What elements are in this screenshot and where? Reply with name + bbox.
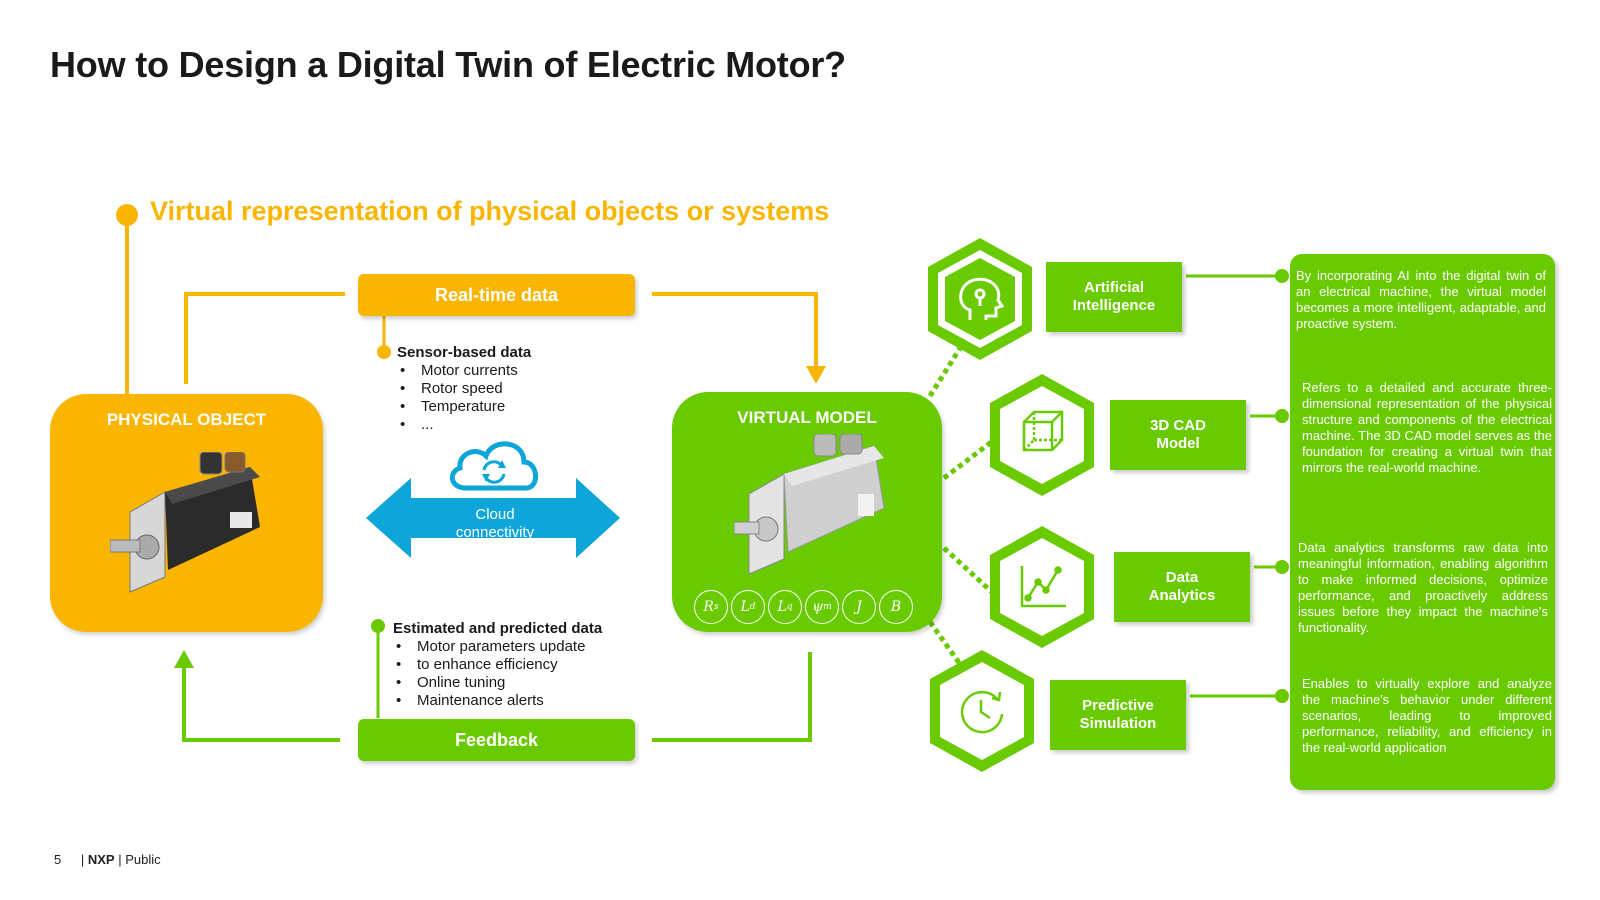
estimated-data-heading: Estimated and predicted data (393, 620, 603, 637)
capability-analytics-line2: Analytics (1148, 587, 1216, 604)
hexagon-analytics (990, 526, 1094, 648)
hexagon-cad (990, 374, 1094, 496)
classification: Public (125, 852, 161, 867)
virtual-model-label: VIRTUAL MODEL (737, 408, 877, 427)
clock-refresh-icon (960, 690, 1004, 734)
sensor-data-list: Sensor-based data Motor currents Rotor s… (397, 344, 637, 434)
cloud-label-line1: Cloud (475, 506, 515, 523)
physical-object-card: PHYSICAL OBJECT (50, 394, 323, 632)
capability-ai-line1: Artificial (1083, 279, 1144, 296)
capability-simulation-line2: Simulation (1079, 715, 1157, 732)
cloud-icon (449, 441, 538, 491)
brand-name: NXP (87, 852, 115, 867)
list-item-continuation: to enhance efficiency (393, 656, 653, 674)
subtitle: Virtual representation of physical objec… (150, 196, 830, 226)
description-3d-cad: Refers to a detailed and accurate three-… (1302, 380, 1552, 475)
capability-ai[interactable]: Artificial Intelligence (1046, 262, 1182, 332)
hexagon-ai (928, 238, 1032, 360)
param-b: B (879, 590, 913, 624)
sensor-data-heading: Sensor-based data (397, 344, 532, 361)
description-predictive-simulation: Enables to virtually explore and analyze… (1302, 676, 1552, 755)
footer: 5 | NXP | Public (54, 852, 161, 867)
ai-head-icon (959, 277, 1005, 320)
description-ai: By incorporating AI into the digital twi… (1296, 268, 1546, 331)
cloud-label-line2: connectivity (455, 524, 535, 541)
capability-3d-cad[interactable]: 3D CAD Model (1110, 400, 1246, 470)
feedback-pill[interactable]: Feedback (358, 719, 635, 761)
list-item: Online tuning (393, 674, 653, 692)
line-chart-icon (1020, 566, 1066, 608)
page-title: How to Design a Digital Twin of Electric… (50, 44, 846, 85)
description-panel: By incorporating AI into the digital twi… (1290, 254, 1555, 790)
estimated-data-list: Estimated and predicted data Motor param… (393, 620, 653, 710)
capability-predictive-simulation[interactable]: Predictive Simulation (1050, 680, 1186, 750)
list-item: Motor parameters update (393, 638, 653, 656)
page-number: 5 (54, 852, 62, 867)
capability-cad-line1: 3D CAD (1150, 417, 1206, 434)
capability-ai-line2: Intelligence (1072, 297, 1156, 314)
virtual-motor-image (734, 434, 885, 575)
cube-icon (1022, 410, 1064, 452)
param-j: J (842, 590, 876, 624)
subtitle-dot (116, 204, 138, 226)
list-item: ... (397, 416, 637, 434)
list-item: Motor currents (397, 362, 637, 380)
description-data-analytics: Data analytics transforms raw data into … (1298, 540, 1548, 635)
list-item: Temperature (397, 398, 637, 416)
physical-motor-image (110, 452, 260, 593)
capability-data-analytics[interactable]: Data Analytics (1114, 552, 1250, 622)
realtime-data-pill[interactable]: Real-time data (358, 274, 635, 316)
list-item: Maintenance alerts (393, 692, 653, 710)
capability-simulation-line1: Predictive (1082, 697, 1154, 714)
physical-object-label: PHYSICAL OBJECT (106, 410, 267, 429)
list-item: Rotor speed (397, 380, 637, 398)
capability-cad-line2: Model (1156, 435, 1200, 452)
hexagon-simulation (930, 650, 1034, 772)
capability-analytics-line1: Data (1165, 569, 1199, 586)
cloud-label: Cloud connectivity (440, 506, 550, 542)
cloud-connectivity-arrow (366, 441, 620, 558)
